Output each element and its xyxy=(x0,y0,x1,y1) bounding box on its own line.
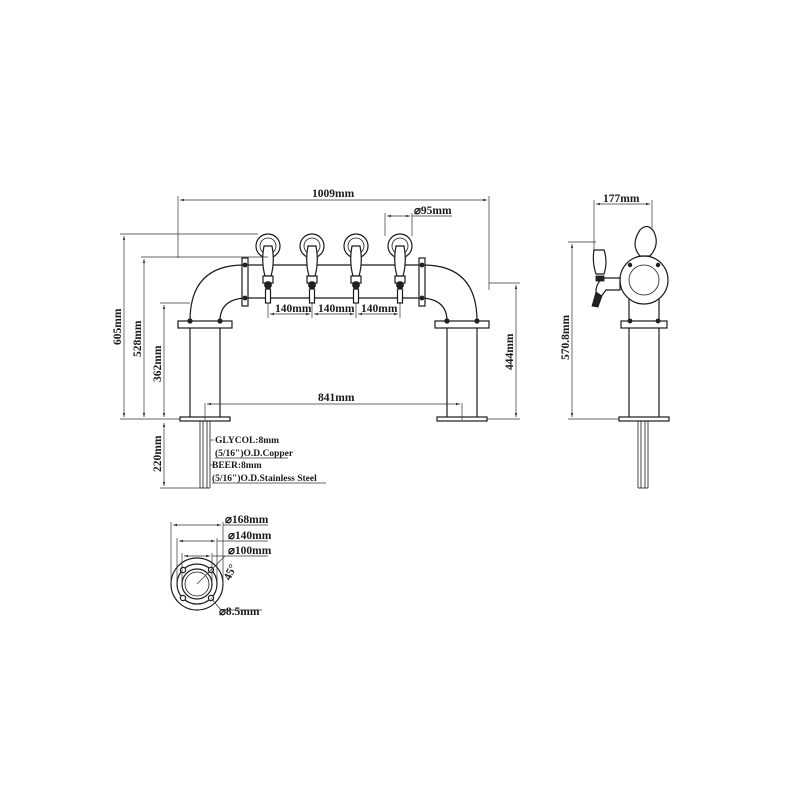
flange-inner-diameter-label: ⌀100mm xyxy=(228,545,272,557)
arch-height-label: 444mm xyxy=(504,333,516,370)
base-span-label: 841mm xyxy=(318,392,355,404)
side-column-flange xyxy=(620,320,668,329)
overall-width-label: 1009mm xyxy=(312,188,355,200)
side-view: 177mm 570.8mm xyxy=(560,193,670,489)
supply-lines xyxy=(199,421,211,489)
bolt-hole-3 xyxy=(179,594,187,602)
side-base-plate xyxy=(618,416,670,422)
tap-spacing-1-label: 140mm xyxy=(275,303,312,315)
bolt-hole-2 xyxy=(179,566,187,574)
glycol-label: GLYCOL:8mm xyxy=(215,436,279,446)
left-column xyxy=(189,328,221,417)
total-height-label: 605mm xyxy=(112,308,124,345)
left-column-flange xyxy=(177,320,233,329)
flange-outer-diameter-label: ⌀168mm xyxy=(225,514,269,526)
side-depth-label: 177mm xyxy=(603,193,640,205)
side-tube-section xyxy=(619,255,669,305)
front-view: 1009mm ⌀95mm 140mm 140mm 140mm 841mm 605… xyxy=(112,188,520,489)
medallion-diameter-label: ⌀95mm xyxy=(414,205,452,217)
bolt-hole-diameter-label: ⌀8.5mm xyxy=(219,606,260,618)
shank-length-label: 220mm xyxy=(152,435,164,472)
tap-1 xyxy=(255,233,281,304)
tap-3 xyxy=(343,233,369,304)
side-height-label: 570.8mm xyxy=(560,315,572,360)
column-height-label: 362mm xyxy=(152,345,164,382)
tap-2 xyxy=(299,233,325,304)
flange-bolt-circle-label: ⌀140mm xyxy=(228,530,272,542)
tap-spacing-2-label: 140mm xyxy=(318,303,355,315)
side-tap-handle xyxy=(634,225,657,257)
glycol-spec: (5/16")O.D.Copper xyxy=(215,448,294,459)
right-column xyxy=(446,328,478,417)
left-end-flange xyxy=(241,257,249,307)
tap-4 xyxy=(387,233,413,304)
faucet-height-label: 528mm xyxy=(132,320,144,357)
left-elbow xyxy=(189,264,245,322)
beer-spec: (5/16")O.D.Stainless Steel xyxy=(212,473,317,484)
bolt-angle-label: 45° xyxy=(222,562,240,582)
tap-spacing-3-label: 140mm xyxy=(361,303,398,315)
base-flange-view: ⌀168mm ⌀140mm ⌀100mm 45° ⌀8.5mm xyxy=(170,514,272,618)
right-elbow xyxy=(422,264,478,322)
right-end-flange xyxy=(418,257,426,307)
beer-label: BEER:8mm xyxy=(212,461,262,471)
right-column-flange xyxy=(434,320,490,329)
